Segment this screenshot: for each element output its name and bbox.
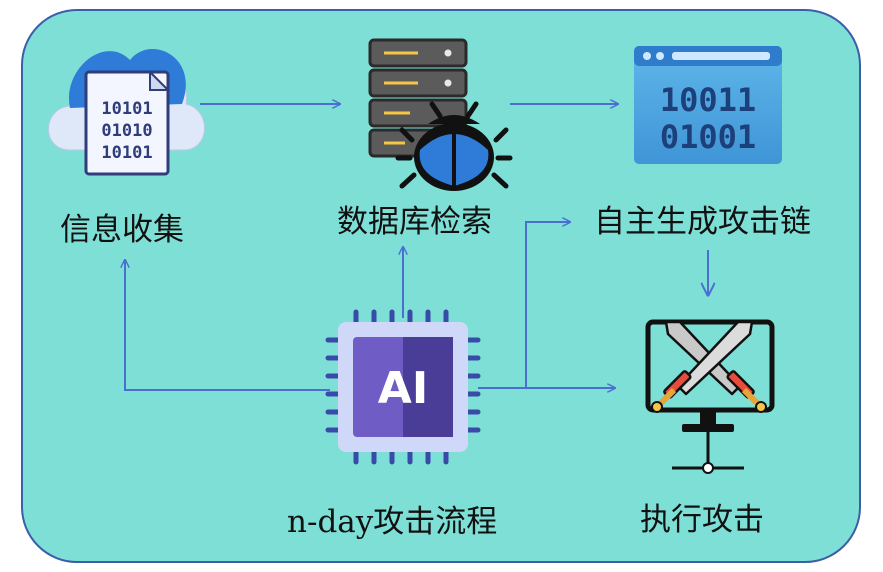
- ai-chip-icon: AI: [325, 309, 481, 465]
- cloud-document-binary-icon: 10101 01010 10101: [48, 48, 205, 176]
- label-nday-attack-flow: n-day攻击流程: [287, 504, 498, 540]
- binary-code-window-icon: 10011 01001: [634, 46, 782, 164]
- connectors: [125, 104, 708, 390]
- crossed-swords-monitor-icon: [645, 319, 775, 474]
- label-attack-chain-generation: 自主生成攻击链: [594, 204, 811, 240]
- label-database-search: 数据库检索: [337, 204, 492, 240]
- label-execute-attack: 执行攻击: [640, 502, 764, 538]
- binary-row-2: 01001: [660, 118, 756, 156]
- doc-binary-row-2: 01010: [101, 121, 152, 141]
- ai-chip-label: AI: [378, 363, 428, 414]
- doc-binary-row-1: 10101: [101, 99, 152, 119]
- label-info-collection: 信息收集: [60, 212, 184, 248]
- arrow-ai-to-info: [125, 260, 330, 391]
- binary-row-1: 10011: [660, 81, 756, 119]
- server-bug-icon: [368, 38, 513, 191]
- doc-binary-row-3: 10101: [101, 143, 152, 163]
- arrow-ai-to-chain: [478, 222, 570, 389]
